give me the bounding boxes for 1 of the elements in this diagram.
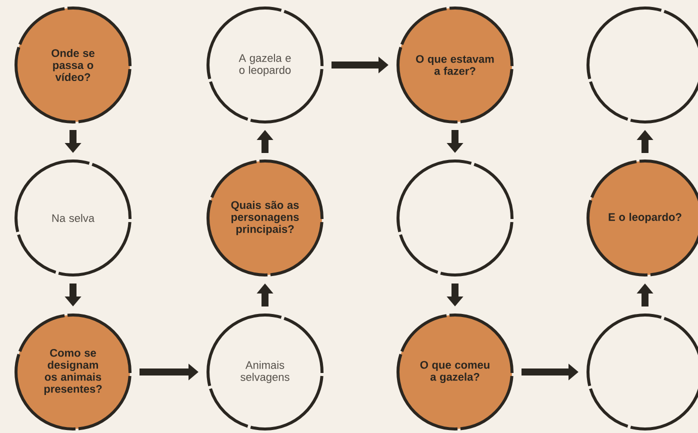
empty-circle (396, 160, 514, 276)
